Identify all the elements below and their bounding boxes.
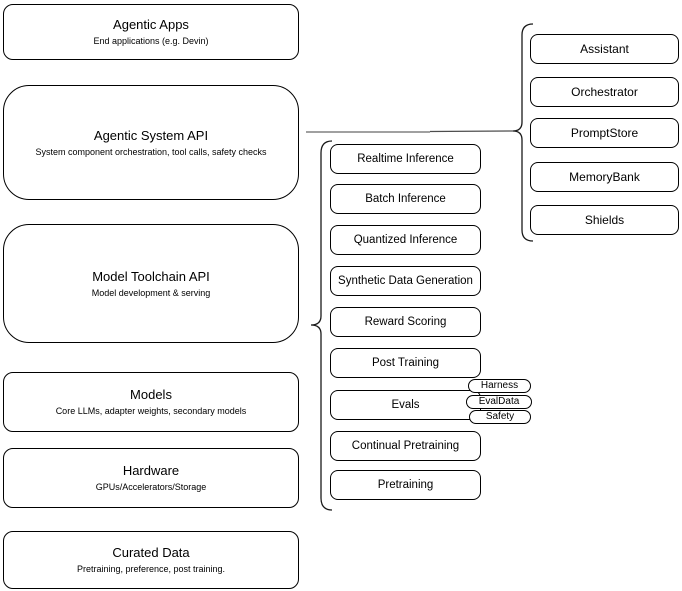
node-quantized-inference: Quantized Inference (330, 225, 481, 255)
node-subtitle: Core LLMs, adapter weights, secondary mo… (55, 406, 247, 416)
node-shields: Shields (530, 205, 679, 235)
node-subtitle: GPUs/Accelerators/Storage (95, 482, 207, 492)
node-synthetic-data-generation: Synthetic Data Generation (330, 266, 481, 296)
pill-harness: Harness (468, 379, 531, 393)
node-pretraining: Pretraining (330, 470, 481, 500)
node-title: Agentic Apps (113, 17, 189, 32)
node-continual-pretraining: Continual Pretraining (330, 431, 481, 461)
node-title: Agentic System API (93, 127, 209, 143)
node-assistant: Assistant (530, 34, 679, 64)
pill-evaldata: EvalData (466, 395, 532, 409)
node-promptstore: PromptStore (530, 118, 679, 148)
node-hardware: Hardware GPUs/Accelerators/Storage (3, 448, 299, 508)
node-title: Curated Data (112, 545, 190, 560)
node-agentic-system-api: Agentic System API System component orch… (3, 85, 299, 200)
pill-safety: Safety (469, 410, 531, 424)
node-agentic-apps: Agentic Apps End applications (e.g. Devi… (3, 4, 299, 60)
node-orchestrator: Orchestrator (530, 77, 679, 107)
node-models: Models Core LLMs, adapter weights, secon… (3, 372, 299, 432)
toolchain-brace (310, 140, 333, 511)
node-model-toolchain-api: Model Toolchain API Model development & … (3, 224, 299, 343)
node-evals: Evals (330, 390, 481, 420)
node-post-training: Post Training (330, 348, 481, 378)
node-subtitle: End applications (e.g. Devin) (93, 36, 209, 46)
node-batch-inference: Batch Inference (330, 184, 481, 214)
node-memorybank: MemoryBank (530, 162, 679, 192)
node-subtitle: System component orchestration, tool cal… (35, 146, 267, 157)
node-title: Hardware (122, 463, 180, 478)
system-brace (512, 23, 534, 242)
node-title: Models (130, 387, 172, 402)
node-subtitle: Model development & serving (91, 287, 211, 298)
node-reward-scoring: Reward Scoring (330, 307, 481, 337)
system-api-connector-line-dark (429, 130, 514, 133)
node-curated-data: Curated Data Pretraining, preference, po… (3, 531, 299, 589)
node-realtime-inference: Realtime Inference (330, 144, 481, 174)
node-title: Model Toolchain API (92, 268, 210, 284)
node-subtitle: Pretraining, preference, post training. (76, 564, 226, 574)
